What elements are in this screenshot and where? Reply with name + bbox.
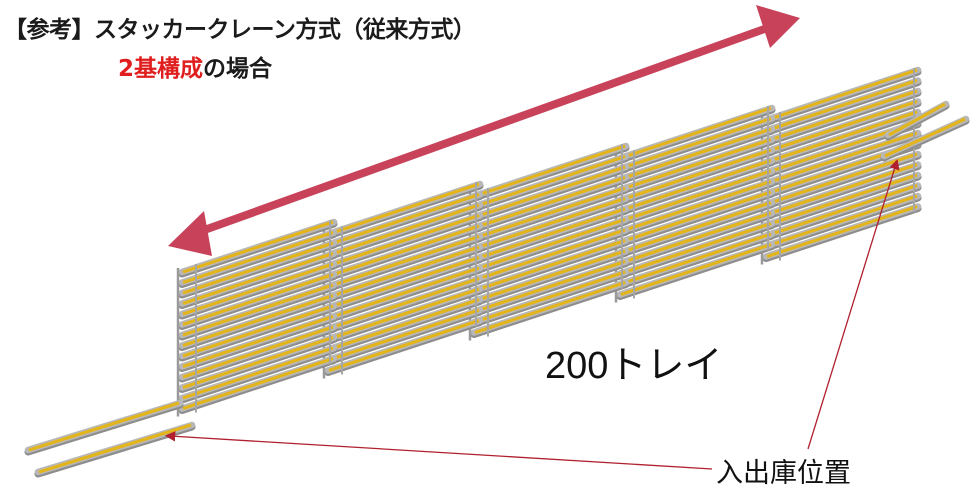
subtitle-highlight: 2基構成 xyxy=(118,56,204,82)
rack-module-3 xyxy=(468,142,630,341)
tray-m2-t2 xyxy=(328,192,480,247)
tray-count-label: 200トレイ xyxy=(545,345,723,387)
tray-m2-t6 xyxy=(328,234,480,289)
tray-m4-t11 xyxy=(620,211,772,265)
tray-m5-t2 xyxy=(766,78,918,133)
travel-arrow-shaft xyxy=(192,23,774,237)
rack-module-2 xyxy=(322,180,484,379)
tray-m5-t14 xyxy=(766,204,918,259)
tray-m1-t1 xyxy=(182,220,334,274)
tray-m5-t4 xyxy=(766,99,918,154)
tray-m2-t13 xyxy=(328,308,480,362)
tray-m3-t10 xyxy=(474,238,626,293)
tray-m4-t2 xyxy=(620,116,772,171)
travel-direction-arrow xyxy=(168,5,800,256)
tray-m1-t4 xyxy=(182,251,334,306)
tray-m1-t9 xyxy=(182,304,334,358)
tray-m1-t12 xyxy=(182,335,334,390)
io-position-label: 入出庫位置 xyxy=(716,458,851,489)
tray-m3-t4 xyxy=(474,175,626,230)
tray-m3-t13 xyxy=(474,270,626,324)
arrow-head-left-icon xyxy=(168,211,212,256)
tray-m4-t4 xyxy=(620,137,772,192)
tray-m3-t12 xyxy=(474,259,626,314)
tray-m3-t5 xyxy=(474,186,626,240)
tray-m5-t1 xyxy=(766,68,918,122)
tray-m4-t6 xyxy=(620,158,772,213)
tray-m1-t2 xyxy=(182,230,334,285)
tray-m4-t8 xyxy=(620,179,772,234)
io-conveyor-front-2 xyxy=(38,423,192,474)
tray-m4-t13 xyxy=(620,232,772,286)
tray-m1-t3 xyxy=(182,241,334,295)
tray-m3-t11 xyxy=(474,249,626,303)
tray-m4-t10 xyxy=(620,200,772,255)
tray-m3-t9 xyxy=(474,228,626,282)
tray-m4-t9 xyxy=(620,190,772,244)
tray-m1-t8 xyxy=(182,293,334,348)
tray-m2-t7 xyxy=(328,245,480,299)
tray-m1-t10 xyxy=(182,314,334,369)
io-conveyor-back-2 xyxy=(884,117,966,158)
diagram-subtitle: 2基構成の場合 xyxy=(118,49,272,83)
tray-m2-t3 xyxy=(328,203,480,257)
tray-m5-t3 xyxy=(766,89,918,143)
callout-lines xyxy=(164,159,900,470)
tray-m3-t8 xyxy=(474,217,626,272)
tray-m5-t12 xyxy=(766,183,918,238)
tray-m2-t10 xyxy=(328,276,480,331)
tray-m4-t14 xyxy=(620,242,772,297)
arrow-head-right-icon xyxy=(756,5,800,48)
rack-module-5 xyxy=(760,66,922,265)
tray-m2-t9 xyxy=(328,266,480,320)
tray-m5-t10 xyxy=(766,162,918,217)
tray-m1-t11 xyxy=(182,325,334,379)
tray-m3-t6 xyxy=(474,196,626,251)
tray-m1-t14 xyxy=(182,356,334,411)
tray-m3-t1 xyxy=(474,144,626,198)
tray-m2-t4 xyxy=(328,213,480,268)
tray-m1-t6 xyxy=(182,272,334,327)
tray-m4-t7 xyxy=(620,169,772,223)
rack-module-1 xyxy=(176,218,338,417)
io-conveyor-front-1 xyxy=(28,401,180,452)
tray-m4-t5 xyxy=(620,148,772,202)
tray-m5-t7 xyxy=(766,131,918,185)
tray-m5-t5 xyxy=(766,110,918,164)
tray-m3-t3 xyxy=(474,165,626,219)
diagram-title: 【参考】スタッカークレーン方式（従来方式） xyxy=(4,17,476,43)
tray-m5-t13 xyxy=(766,194,918,248)
tray-m2-t14 xyxy=(328,318,480,373)
tray-m1-t5 xyxy=(182,262,334,316)
tray-m3-t2 xyxy=(474,154,626,209)
tray-m1-t13 xyxy=(182,346,334,400)
callout-line-front xyxy=(164,431,713,470)
tray-m2-t8 xyxy=(328,255,480,310)
rack-module-4 xyxy=(614,104,776,303)
tray-m2-t1 xyxy=(328,182,480,236)
tray-m3-t7 xyxy=(474,207,626,261)
tray-m2-t12 xyxy=(328,297,480,352)
io-conveyors xyxy=(24,100,970,478)
tray-m5-t11 xyxy=(766,173,918,227)
io-conveyor-back-1 xyxy=(888,102,946,137)
tray-m4-t1 xyxy=(620,106,772,160)
tray-m2-t5 xyxy=(328,224,480,278)
tray-m2-t11 xyxy=(328,287,480,341)
tray-m4-t3 xyxy=(620,127,772,181)
tray-m1-t7 xyxy=(182,283,334,337)
tray-m3-t14 xyxy=(474,280,626,335)
tray-m4-t12 xyxy=(620,221,772,276)
subtitle-rest: の場合 xyxy=(203,56,273,82)
callout-line-back xyxy=(807,159,900,450)
